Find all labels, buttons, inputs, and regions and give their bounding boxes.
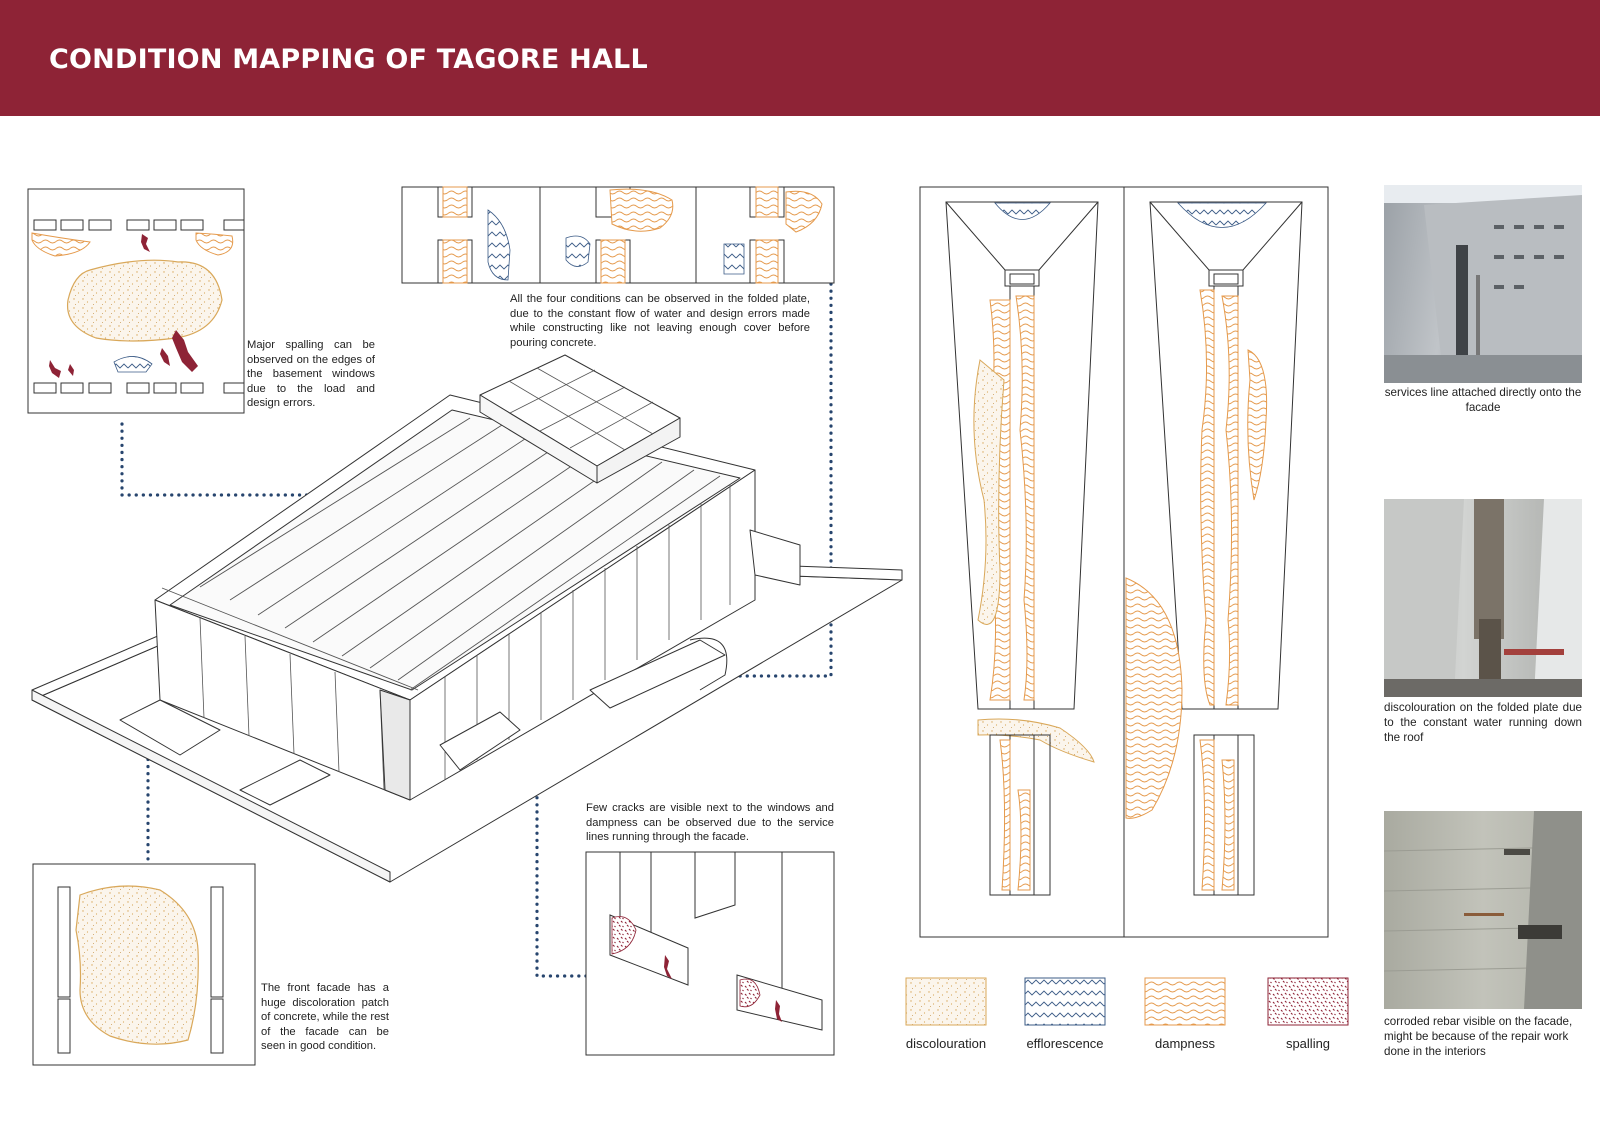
front-facade-note: The front facade has a huge discoloratio… [261, 982, 389, 1053]
facade-photo-icon [1384, 185, 1582, 383]
facade-photo [1384, 185, 1582, 383]
isometric-building [31, 354, 903, 883]
windows-note: Few cracks are visible next to the windo… [586, 802, 834, 844]
facade-photo-caption: services line attached directly onto the… [1384, 386, 1582, 414]
front-facade-inset [32, 863, 256, 1066]
legend-label-discolouration: discolouration [905, 1036, 987, 1051]
spalling-marks [49, 234, 198, 378]
page-title: CONDITION MAPPING OF TAGORE HALL [49, 44, 648, 75]
folded-plate-note: All the four conditions can be observed … [510, 293, 810, 349]
rebar-photo-caption: corroded rebar visible on the facade, mi… [1384, 1015, 1573, 1058]
window-row-top [33, 219, 245, 231]
rebar-photo-icon [1384, 811, 1582, 1009]
basement-windows-inset [27, 188, 245, 414]
legend-label-efflorescence: efflorescence [1026, 1036, 1104, 1051]
title-banner: CONDITION MAPPING OF TAGORE HALL [0, 0, 1600, 116]
folded-plate-elevation [919, 186, 1329, 938]
folded-plate-insets [401, 186, 835, 284]
legend-swatch-discolouration [905, 977, 987, 1026]
legend-label-dampness: dampness [1155, 1036, 1215, 1051]
folded-plate-photo [1384, 499, 1582, 697]
legend-swatch-efflorescence [1024, 977, 1106, 1026]
folded-plate-photo-caption: discolouration on the folded plate due t… [1384, 701, 1582, 744]
window-inset [585, 851, 835, 1056]
window-row-bottom [33, 382, 245, 394]
folded-plate-photo-icon [1384, 499, 1582, 697]
legend-swatch-dampness [1144, 977, 1226, 1026]
legend-label-spalling: spalling [1285, 1036, 1331, 1051]
basement-note: Major spalling can be observed on the ed… [247, 339, 375, 410]
legend-swatch-spalling [1267, 977, 1349, 1026]
legend-swatches [905, 977, 1349, 1026]
rebar-photo [1384, 811, 1582, 1009]
